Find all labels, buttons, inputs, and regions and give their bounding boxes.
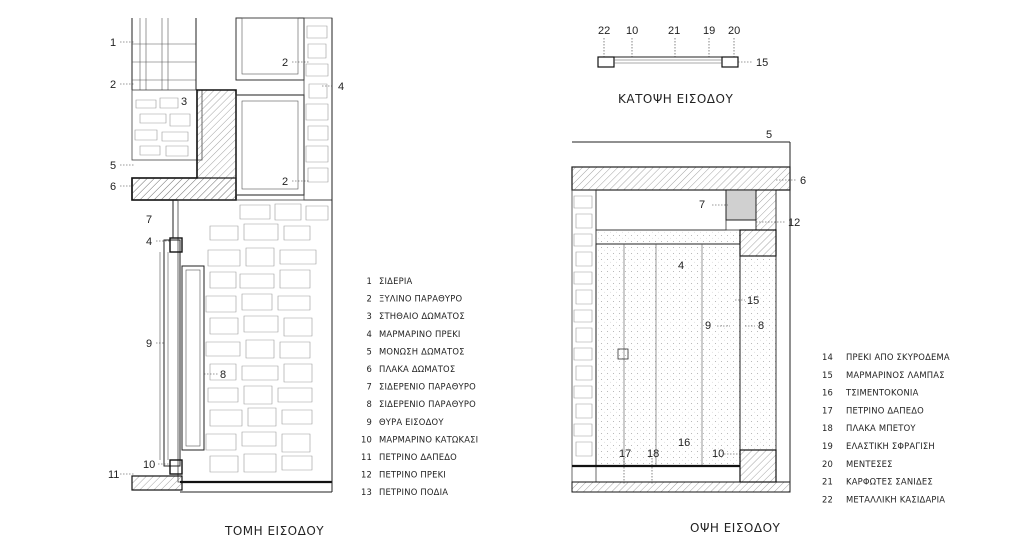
section-drawing: 1 2 2 2 3 4 4 5 6 7 9 8 10 11 ΤΟΜΗ ΕΙΣΟΔ… [108, 17, 344, 538]
legend-text: ΠΕΤΡΙΝΟ ΔΑΠΕΔΟ [846, 405, 924, 415]
callout-8: 8 [220, 369, 226, 381]
legend-text: ΘΥΡΑ ΕΙΣΟΔΟΥ [379, 417, 444, 427]
plan-drawing: 22 10 21 19 20 15 ΚΑΤΟΨΗ ΕΙΣΟΔΟΥ [597, 25, 768, 106]
legend-number: 13 [361, 487, 372, 497]
elevation-stone-wall [571, 189, 597, 483]
plan-callout-21: 21 [668, 25, 680, 37]
lower-stone-wall [177, 199, 333, 483]
entry-door-elevation [595, 243, 777, 483]
callout-3: 3 [181, 96, 187, 108]
callout-6: 6 [110, 181, 116, 193]
legend-text: ΜΟΝΩΣΗ ΔΩΜΑΤΟΣ [379, 346, 465, 356]
legend-number: 12 [361, 470, 372, 480]
plan-callout-15: 15 [756, 57, 768, 69]
legend-number: 20 [822, 459, 833, 469]
elev-callout-15: 15 [747, 295, 759, 307]
section-callout-labels: 1 2 2 2 3 4 4 5 6 7 9 8 10 11 [108, 37, 344, 481]
legend-number: 15 [822, 370, 833, 380]
legend-text: ΠΡΕΚΙ ΑΠΟ ΣΚΥΡΟΔΕΜΑ [846, 352, 950, 362]
legend-number: 2 [366, 294, 372, 304]
legend-number: 21 [822, 477, 833, 487]
callout-1: 1 [110, 37, 116, 49]
legend-text: ΜΑΡΜΑΡΙΝΟ ΚΑΤΩΚΑΣΙ [379, 434, 478, 444]
legend-text: ΣΤΗΘΑΙΟ ΔΩΜΑΤΟΣ [379, 311, 465, 321]
section-caption: ΤΟΜΗ ΕΙΣΟΔΟΥ [224, 524, 324, 538]
legend-number: 1 [366, 276, 372, 286]
callout-4b: 4 [146, 236, 152, 248]
legend-number: 7 [366, 382, 372, 392]
wood-window [235, 17, 305, 196]
elev-callout-7: 7 [699, 199, 705, 211]
entry-door-section [159, 200, 205, 475]
legend-number: 9 [366, 417, 372, 427]
elev-callout-17: 17 [619, 448, 631, 460]
elevation-caption: ΟΨΗ ΕΙΣΟΔΟΥ [690, 521, 781, 535]
legend-text: ΜΑΡΜΑΡΙΝΟΣ ΛΑΜΠΑΣ [846, 370, 945, 380]
legend-number: 4 [366, 329, 372, 339]
callout-7: 7 [146, 214, 152, 226]
legend-number: 5 [366, 346, 372, 356]
legend-number: 11 [361, 452, 372, 462]
elev-callout-16: 16 [678, 437, 690, 449]
legend-text: ΜΕΝΤΕΣΕΣ [846, 459, 893, 469]
elevation-leaders [623, 179, 796, 484]
plan-caption: ΚΑΤΟΨΗ ΕΙΣΟΔΟΥ [618, 92, 733, 106]
legend-text: ΜΕΤΑΛΛΙΚΗ ΚΑΣΙΔΑΡΙΑ [846, 494, 945, 504]
legend-number: 8 [366, 399, 372, 409]
legend-right: 14 ΠΡΕΚΙ ΑΠΟ ΣΚΥΡΟΔΕΜΑ 15 ΜΑΡΜΑΡΙΝΟΣ ΛΑΜΠΑΣ… [822, 352, 950, 504]
callout-10: 10 [143, 459, 155, 471]
elev-callout-6: 6 [800, 175, 806, 187]
legend-text: ΚΑΡΦΩΤΕΣ ΣΑΝΙΔΕΣ [846, 477, 933, 487]
legend-text: ΠΕΤΡΙΝΟ ΔΑΠΕΔΟ [379, 452, 457, 462]
legend-number: 16 [822, 388, 833, 398]
callout-5: 5 [110, 160, 116, 172]
roof-slab [131, 177, 237, 201]
callout-2c: 2 [282, 176, 288, 188]
legend-text: ΣΙΔΕΡΙΑ [379, 276, 413, 286]
stone-pier [303, 17, 333, 201]
elev-callout-18: 18 [647, 448, 659, 460]
plan-callout-10: 10 [626, 25, 638, 37]
legend-text: ΕΛΑΣΤΙΚΗ ΣΦΡΑΓΙΣΗ [846, 441, 935, 451]
legend-number: 10 [361, 434, 372, 444]
legend-left: 1 ΣΙΔΕΡΙΑ 2 ΞΥΛΙΝΟ ΠΑΡΑΘΥΡΟ 3 ΣΤΗΘΑΙΟ ΔΩΜΑΤΟΣ… [361, 276, 478, 497]
legend-number: 19 [822, 441, 833, 451]
elev-callout-5: 5 [766, 129, 772, 141]
legend-text: ΣΙΔΕΡΕΝΙΟ ΠΑΡΑΘΥΡΟ [379, 399, 476, 409]
plan-callout-22: 22 [598, 25, 610, 37]
legend-text: ΜΑΡΜΑΡΙΝΟ ΠΡΕΚΙ [379, 329, 461, 339]
legend-number: 17 [822, 405, 833, 415]
legend-text: ΠΛΑΚΑ ΜΠΕΤΟΥ [846, 423, 916, 433]
callout-2b: 2 [282, 57, 288, 69]
legend-number: 22 [822, 494, 833, 504]
legend-text: ΠΕΤΡΙΝΟ ΠΟΔΙΑ [379, 487, 448, 497]
legend-text: ΣΙΔΕΡΕΝΙΟ ΠΑΡΑΘΥΡΟ [379, 382, 476, 392]
legend-number: 18 [822, 423, 833, 433]
legend-text: ΠΛΑΚΑ ΔΩΜΑΤΟΣ [379, 364, 455, 374]
plan-callout-19: 19 [703, 25, 715, 37]
callout-11: 11 [108, 469, 119, 481]
callout-9: 9 [146, 338, 152, 350]
elev-callout-10: 10 [712, 448, 724, 460]
plan-callout-20: 20 [728, 25, 740, 37]
elev-callout-8: 8 [758, 320, 764, 332]
callout-2: 2 [110, 79, 116, 91]
upper-stone-wall [131, 89, 203, 161]
elevation-drawing: 5 6 7 12 4 15 9 8 16 10 17 18 ΟΨΗ ΕΙΣΟΔΟ… [571, 129, 806, 535]
legend-text: ΤΣΙΜΕΝΤΟΚΟΝΙΑ [845, 388, 919, 398]
elev-callout-9: 9 [705, 320, 711, 332]
callout-4: 4 [338, 81, 344, 93]
section-leaders [120, 41, 334, 475]
stone-floor [131, 475, 183, 491]
legend-number: 14 [822, 352, 833, 362]
legend-number: 6 [366, 364, 372, 374]
elev-callout-12: 12 [788, 217, 800, 229]
legend-text: ΞΥΛΙΝΟ ΠΑΡΑΘΥΡΟ [379, 294, 462, 304]
elev-callout-4: 4 [678, 260, 684, 272]
legend-number: 3 [366, 311, 372, 321]
iron-grille [131, 18, 197, 90]
legend-text: ΠΕΤΡΙΝΟ ΠΡΕΚΙ [379, 470, 446, 480]
